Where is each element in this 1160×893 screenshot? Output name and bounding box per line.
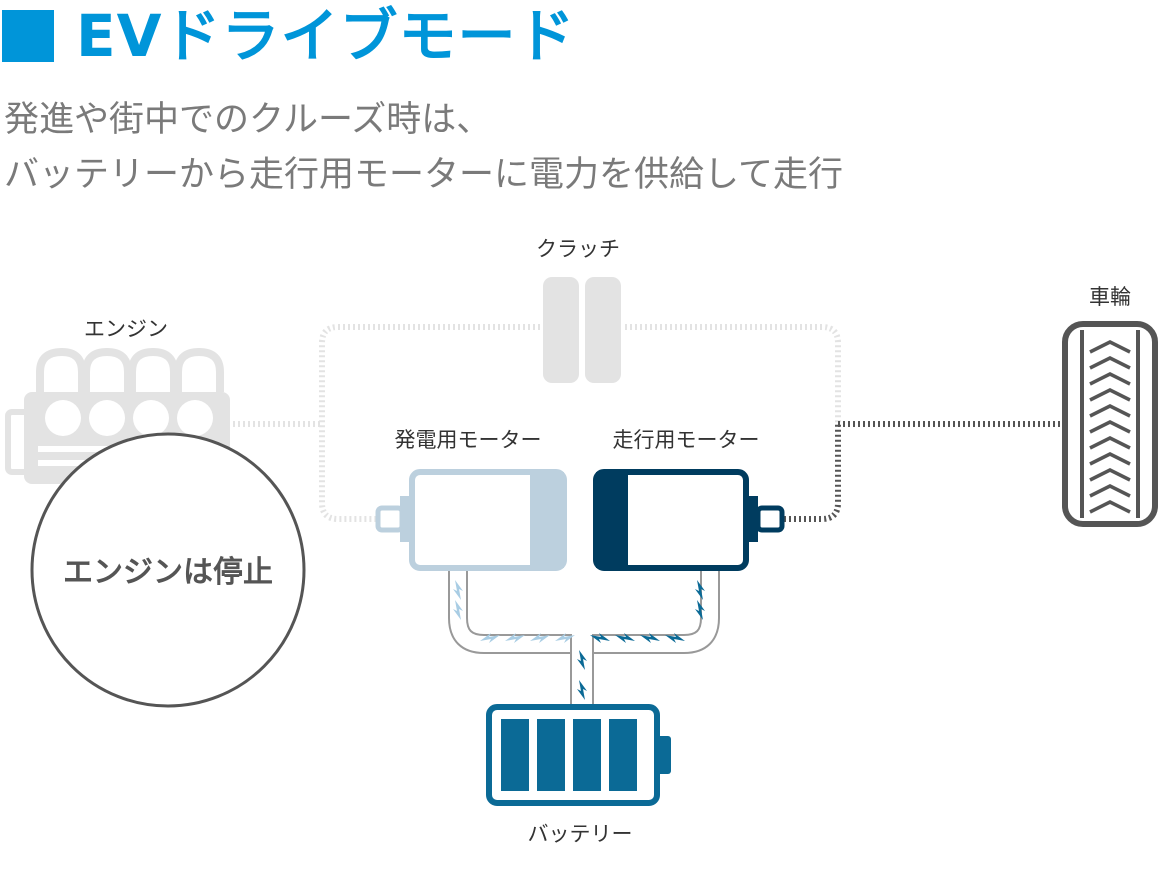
wheel-tread-mark xyxy=(1089,356,1131,370)
drive-motor-icon xyxy=(593,469,785,571)
wheel-tread-mark xyxy=(1089,404,1131,418)
title-square-icon xyxy=(2,10,54,62)
drive-motor-label: 走行用モーター xyxy=(613,428,760,452)
lightning-bolt xyxy=(577,680,587,700)
wheel-icon xyxy=(1062,321,1158,527)
lightning-bolt xyxy=(555,633,575,643)
clutch-icon xyxy=(543,277,621,383)
battery-icon xyxy=(486,704,671,806)
wheel-tread-mark xyxy=(1089,420,1131,434)
battery-cell xyxy=(537,719,565,791)
lightning-bolt xyxy=(695,600,705,620)
page-title: EVドライブモード xyxy=(76,2,576,70)
lightning-bolt xyxy=(480,633,500,643)
lightning-bolt xyxy=(615,633,635,643)
engine-status-circle xyxy=(30,432,306,708)
wheel-tread-mark xyxy=(1089,388,1131,402)
lightning-bolt xyxy=(640,633,660,643)
battery-cell xyxy=(501,719,529,791)
battery-label: バッテリー xyxy=(528,822,633,846)
battery-cell xyxy=(609,719,637,791)
lightning-bolt xyxy=(590,633,610,643)
lightning-bolt xyxy=(695,580,705,600)
wheel-tread-mark xyxy=(1089,372,1131,386)
wheel-tread-mark xyxy=(1089,484,1131,498)
wheel-tread-mark xyxy=(1089,340,1131,354)
clutch-label: クラッチ xyxy=(536,237,620,261)
lightning-bolt xyxy=(505,633,525,643)
lightning-bolt xyxy=(577,650,587,670)
lightning-bolt xyxy=(665,633,685,643)
wheel-label: 車輪 xyxy=(1089,285,1131,309)
description-line-2: バッテリーから走行用モーターに電力を供給して走行 xyxy=(4,155,843,195)
description-line-1: 発進や街中でのクルーズ時は、 xyxy=(4,100,492,140)
lightning-bolt xyxy=(453,580,463,600)
engine-label: エンジン xyxy=(84,317,168,341)
lightning-bolt xyxy=(453,600,463,620)
lightning-bolt xyxy=(530,633,550,643)
wheel-tread-mark xyxy=(1089,452,1131,466)
wheel-tread-mark xyxy=(1089,436,1131,450)
active-power-path xyxy=(784,421,1060,522)
inactive-power-path xyxy=(228,324,841,522)
wheel-tread-mark xyxy=(1089,468,1131,482)
generator-motor-icon xyxy=(375,469,567,571)
wheel-tread-mark xyxy=(1089,500,1131,514)
engine-status-label: エンジンは停止 xyxy=(63,555,273,590)
generator-motor-label: 発電用モーター xyxy=(395,428,542,452)
lightning-icon xyxy=(453,580,705,700)
battery-cell xyxy=(573,719,601,791)
